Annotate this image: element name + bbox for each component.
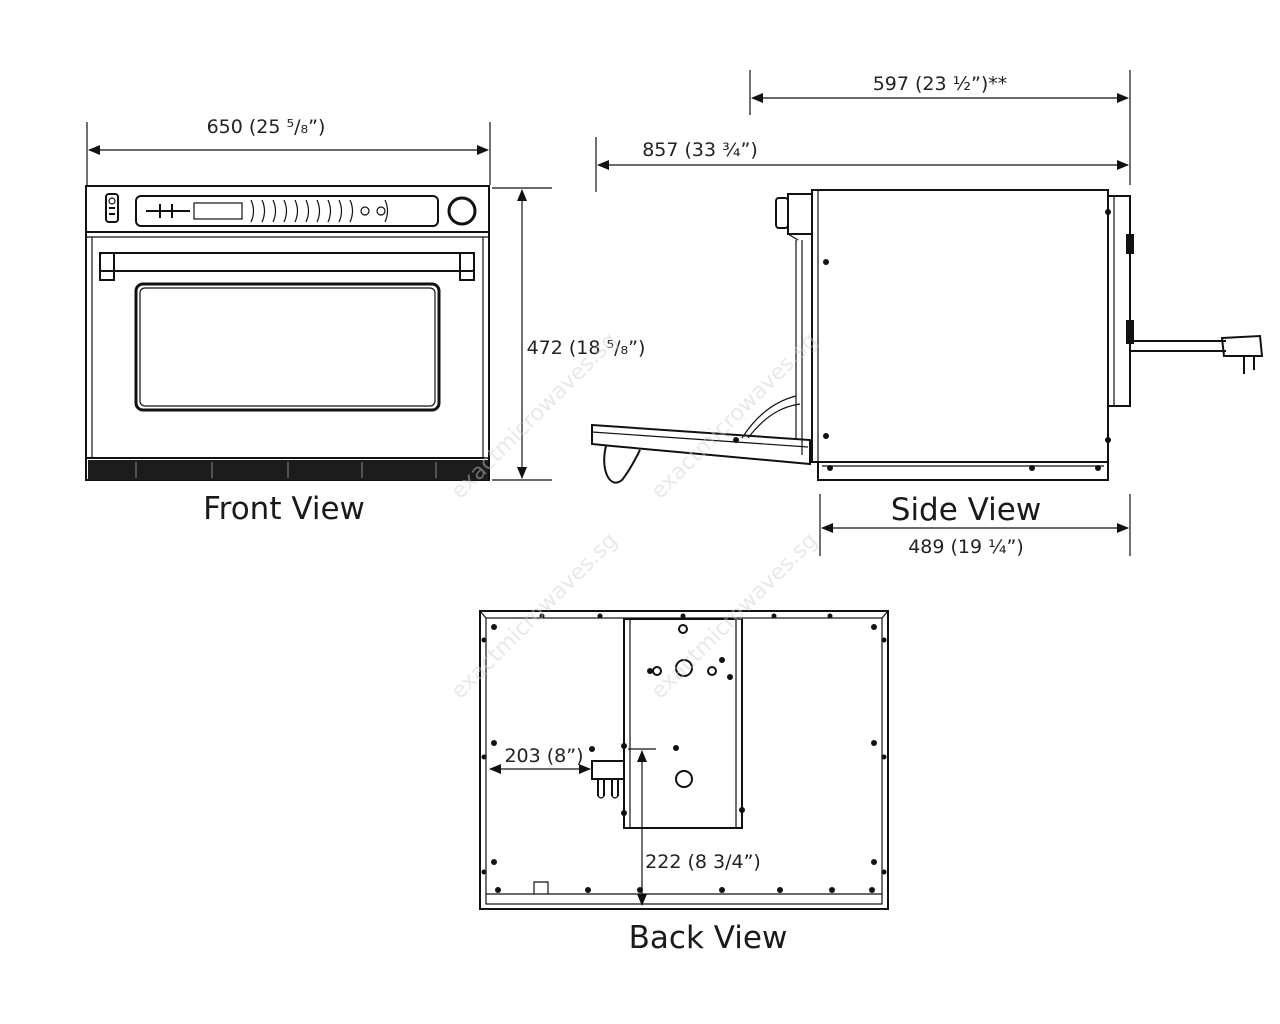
- back-oven-outline: [479, 610, 889, 910]
- side-depth-total-label: 857 (33 ¾”): [642, 139, 758, 161]
- side-oven-body: [811, 189, 1109, 463]
- front-view-title: Front View: [203, 491, 365, 527]
- power-plug-icon: [1220, 334, 1264, 357]
- power-cord-exit-icon: [591, 760, 625, 780]
- front-view: 650 (25 ⁵/₈”) 472 (18 ⁵/₈”): [85, 116, 646, 527]
- front-width-label: 650 (25 ⁵/₈”): [207, 116, 326, 138]
- control-panel: [135, 195, 439, 227]
- svg-text:exactmicrowaves.sg: exactmicrowaves.sg: [447, 528, 623, 704]
- back-cord-offset-y-label: 222 (8 3/4”): [645, 851, 761, 873]
- open-door: [591, 423, 811, 466]
- door-latch-icon: [105, 193, 119, 223]
- door-handle: [99, 252, 475, 272]
- side-depth-door-closed-label: 597 (23 ½”)**: [873, 73, 1008, 95]
- back-mounting-plate: [623, 618, 743, 829]
- front-oven-outline: [85, 185, 490, 481]
- side-body-depth-label: 489 (19 ¼”): [908, 536, 1024, 558]
- side-view-title: Side View: [891, 492, 1041, 528]
- back-view: 203 (8”) 222 (8 3/4”) Back View: [479, 610, 889, 956]
- display-window: [193, 202, 243, 220]
- side-view: 597 (23 ½”)** 857 (33 ¾”): [591, 70, 1264, 558]
- door-window: [134, 282, 441, 412]
- keypad-buttons: [250, 199, 389, 223]
- back-cord-offset-x-label: 203 (8”): [504, 745, 583, 767]
- back-view-title: Back View: [629, 920, 788, 956]
- front-height-label: 472 (18 ⁵/₈”): [527, 337, 646, 359]
- watermark: exactmicrowaves.sg exactmicrowaves.sg ex…: [447, 328, 823, 704]
- svg-text:exactmicrowaves.sg: exactmicrowaves.sg: [647, 528, 823, 704]
- control-knob-icon: [447, 196, 477, 226]
